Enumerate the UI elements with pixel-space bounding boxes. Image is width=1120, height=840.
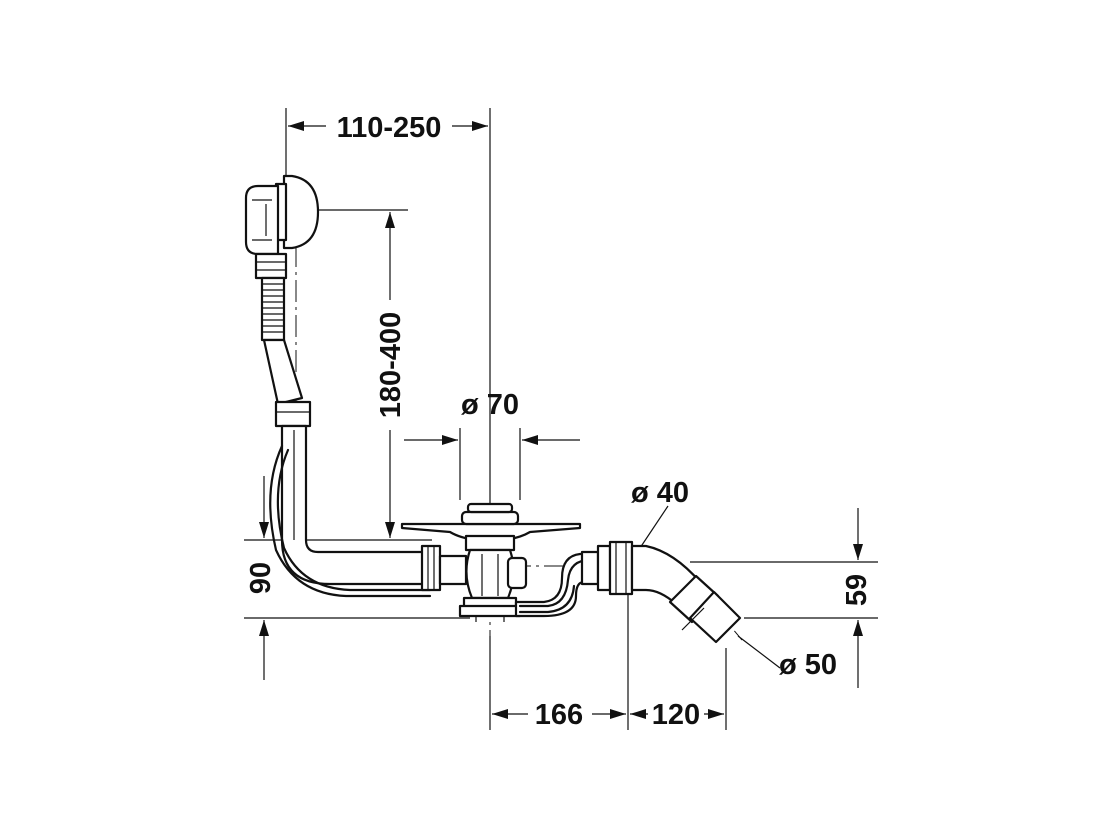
dimension-166: 166: [535, 699, 583, 731]
overflow-head: [244, 174, 320, 280]
dimension-diameter-40: ø 40: [631, 477, 689, 509]
dimension-labels: 110-250 180-400 ø 70 ø 40 ø 50 90 59 166…: [245, 112, 873, 731]
bowden-cable: [269, 444, 432, 598]
dimension-90: 90: [245, 562, 277, 594]
dimension-180-400: 180-400: [375, 312, 407, 418]
trap-bend: [514, 550, 600, 618]
dimension-110-250: 110-250: [337, 112, 442, 144]
dimension-diameter-50: ø 50: [779, 649, 837, 681]
flexible-hose: [260, 276, 304, 406]
drain-fitting: [400, 502, 582, 622]
dimension-diameter-70: ø 70: [461, 389, 519, 421]
overflow-pipe: [274, 400, 436, 586]
dimension-59: 59: [841, 574, 873, 606]
overflow-union-nut: [420, 544, 468, 592]
outlet-pipe: [596, 540, 742, 644]
dimension-120: 120: [652, 699, 700, 731]
dimension-lines: [244, 108, 878, 730]
